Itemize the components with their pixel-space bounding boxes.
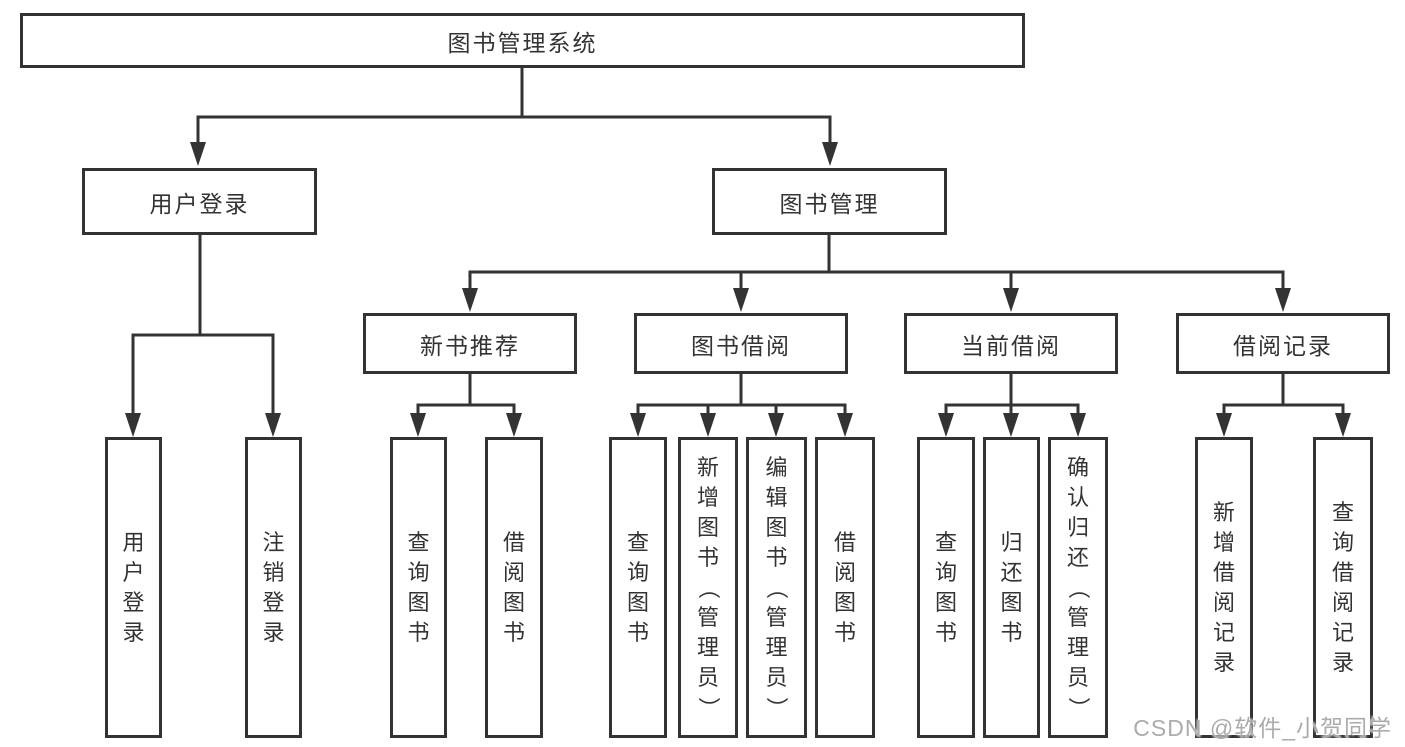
node-root: 图书管理系统 <box>20 13 1025 68</box>
csdn-watermark: CSDN @软件_小贺同学 <box>1133 715 1392 741</box>
leaf-current-confirm-return-admin: 确认归还（管理员） <box>1048 437 1108 738</box>
node-borrowing-records: 借阅记录 <box>1176 313 1390 374</box>
leaf-borrow-edit-books-admin: 编辑图书（管理员） <box>746 437 807 738</box>
leaf-borrow-add-books-admin: 新增图书（管理员） <box>678 437 738 738</box>
leaf-user-login: 用户登录 <box>105 437 162 738</box>
node-user-login: 用户登录 <box>82 168 317 235</box>
leaf-newbook-borrow-books: 借阅图书 <box>485 437 543 738</box>
leaf-records-query-borrow-record: 查询借阅记录 <box>1313 437 1373 738</box>
leaf-records-add-borrow-record: 新增借阅记录 <box>1195 437 1253 738</box>
node-current-borrowing: 当前借阅 <box>904 313 1118 374</box>
leaf-borrow-borrow-books: 借阅图书 <box>815 437 875 738</box>
leaf-current-return-books: 归还图书 <box>983 437 1040 738</box>
node-new-book-recommend: 新书推荐 <box>363 313 577 374</box>
leaf-newbook-query-books: 查询图书 <box>390 437 447 738</box>
leaf-borrow-query-books: 查询图书 <box>609 437 667 738</box>
leaf-logout-login: 注销登录 <box>245 437 302 738</box>
node-book-management: 图书管理 <box>712 168 947 235</box>
node-book-borrowing: 图书借阅 <box>634 313 848 374</box>
leaf-current-query-books: 查询图书 <box>917 437 975 738</box>
